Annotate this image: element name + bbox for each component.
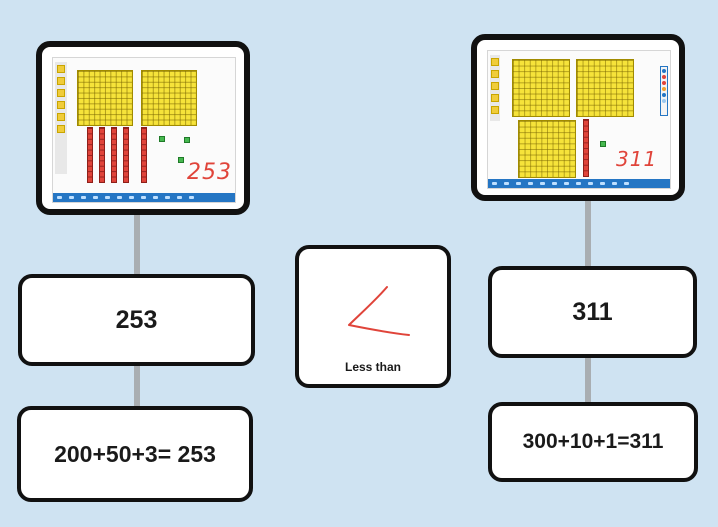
connector-left-number-to-expanded [134,362,140,410]
left-tablet-screenshot: 253 [36,41,250,215]
less-than-stroke [348,286,410,336]
right-side-toolbar [660,66,668,116]
right-expanded-form-text: 300+10+1=311 [522,430,664,453]
ten-rod [123,127,129,183]
left-expanded-form-card: 200+50+3= 253 [17,406,253,502]
ten-rod [141,127,147,183]
right-block-palette [490,55,500,121]
connector-left-tablet-to-number [134,208,140,282]
ten-rod [99,127,105,183]
unit-cube [159,136,165,142]
unit-cube [184,137,190,143]
right-number-card: 311 [488,266,697,358]
ten-rod [87,127,93,183]
hundred-flat [512,59,570,117]
right-app-toolbar [488,179,670,188]
left-block-palette [55,62,67,174]
left-expanded-form-text: 200+50+3= 253 [54,440,216,467]
right-number-text: 311 [572,297,613,326]
less-than-symbol [348,286,410,336]
right-expanded-form-card: 300+10+1=311 [488,402,698,482]
right-tablet-screenshot: 311 [471,34,685,201]
left-app-toolbar [53,193,235,202]
ten-rod [583,119,589,177]
comparison-card: Less than [295,245,451,388]
unit-cube [178,157,184,163]
left-number-card: 253 [18,274,255,366]
left-number-text: 253 [115,305,158,334]
right-app-screen: 311 [487,50,671,189]
hundred-flat [518,120,576,178]
connector-right-tablet-to-number [585,196,591,270]
unit-cube [600,141,606,147]
right-tablet-handwritten-number: 311 [616,147,658,171]
hundred-flat [141,70,197,126]
hundred-flat [576,59,634,117]
connector-right-number-to-expanded [585,354,591,406]
left-app-screen: 253 [52,57,236,203]
hundred-flat [77,70,133,126]
left-tablet-handwritten-number: 253 [187,160,232,185]
comparison-label: Less than [344,360,401,374]
ten-rod [111,127,117,183]
